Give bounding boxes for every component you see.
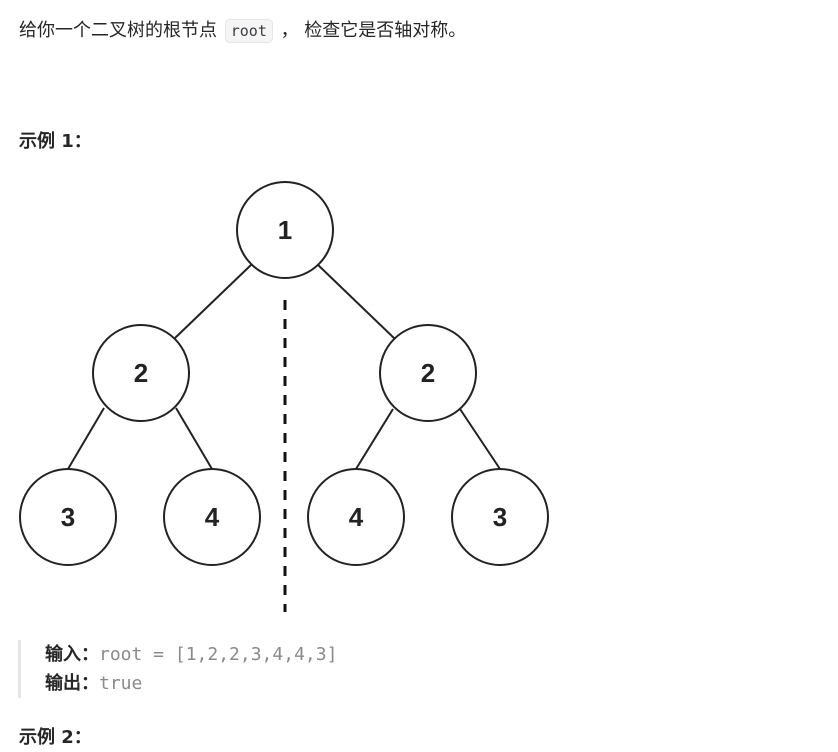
output-value: true <box>99 673 143 694</box>
tree-edge-root-left <box>174 263 253 339</box>
example-1-input-line: 输入：root = [1,2,2,3,4,4,3] <box>45 640 337 669</box>
inline-code-root: root <box>224 19 273 43</box>
tree-node-level3-4: 3 <box>451 468 549 566</box>
tree-node-level3-2-label: 4 <box>205 502 220 532</box>
tree-node-level3-4-label: 3 <box>493 502 507 532</box>
symmetric-tree-diagram: 1 2 2 3 4 4 3 <box>19 181 549 612</box>
tree-node-root-label: 1 <box>278 215 292 245</box>
tree-edge-right-right <box>459 408 501 470</box>
tree-edge-root-right <box>315 262 396 340</box>
tree-node-level3-1-label: 3 <box>61 502 75 532</box>
tree-node-level2-right: 2 <box>379 324 477 422</box>
tree-node-level2-left: 2 <box>92 324 190 422</box>
tree-node-level2-left-label: 2 <box>134 358 148 388</box>
tree-node-level3-1: 3 <box>19 468 117 566</box>
tree-edge-left-right <box>175 407 213 470</box>
tree-node-level3-2: 4 <box>163 468 261 566</box>
tree-edge-left-left <box>67 407 105 470</box>
tree-node-level3-3-label: 4 <box>349 502 364 532</box>
example-1-title: 示例 1： <box>19 131 92 152</box>
example-1-io-block: 输入：root = [1,2,2,3,4,4,3] 输出：true <box>18 640 337 698</box>
input-label: 输入： <box>45 644 99 665</box>
problem-description: 给你一个二叉树的根节点 root ， 检查它是否轴对称。 <box>19 17 466 45</box>
input-value: root = [1,2,2,3,4,4,3] <box>99 644 338 665</box>
tree-node-level3-3: 4 <box>307 468 405 566</box>
tree-node-root: 1 <box>236 181 334 279</box>
example-2-title: 示例 2： <box>19 727 92 748</box>
example-1-output-line: 输出：true <box>45 669 337 698</box>
description-text-end: ， 检查它是否轴对称。 <box>274 20 467 41</box>
tree-node-level2-right-label: 2 <box>421 358 435 388</box>
description-text-start: 给你一个二叉树的根节点 <box>19 20 223 41</box>
tree-edge-right-left <box>355 408 394 470</box>
output-label: 输出： <box>45 673 99 694</box>
